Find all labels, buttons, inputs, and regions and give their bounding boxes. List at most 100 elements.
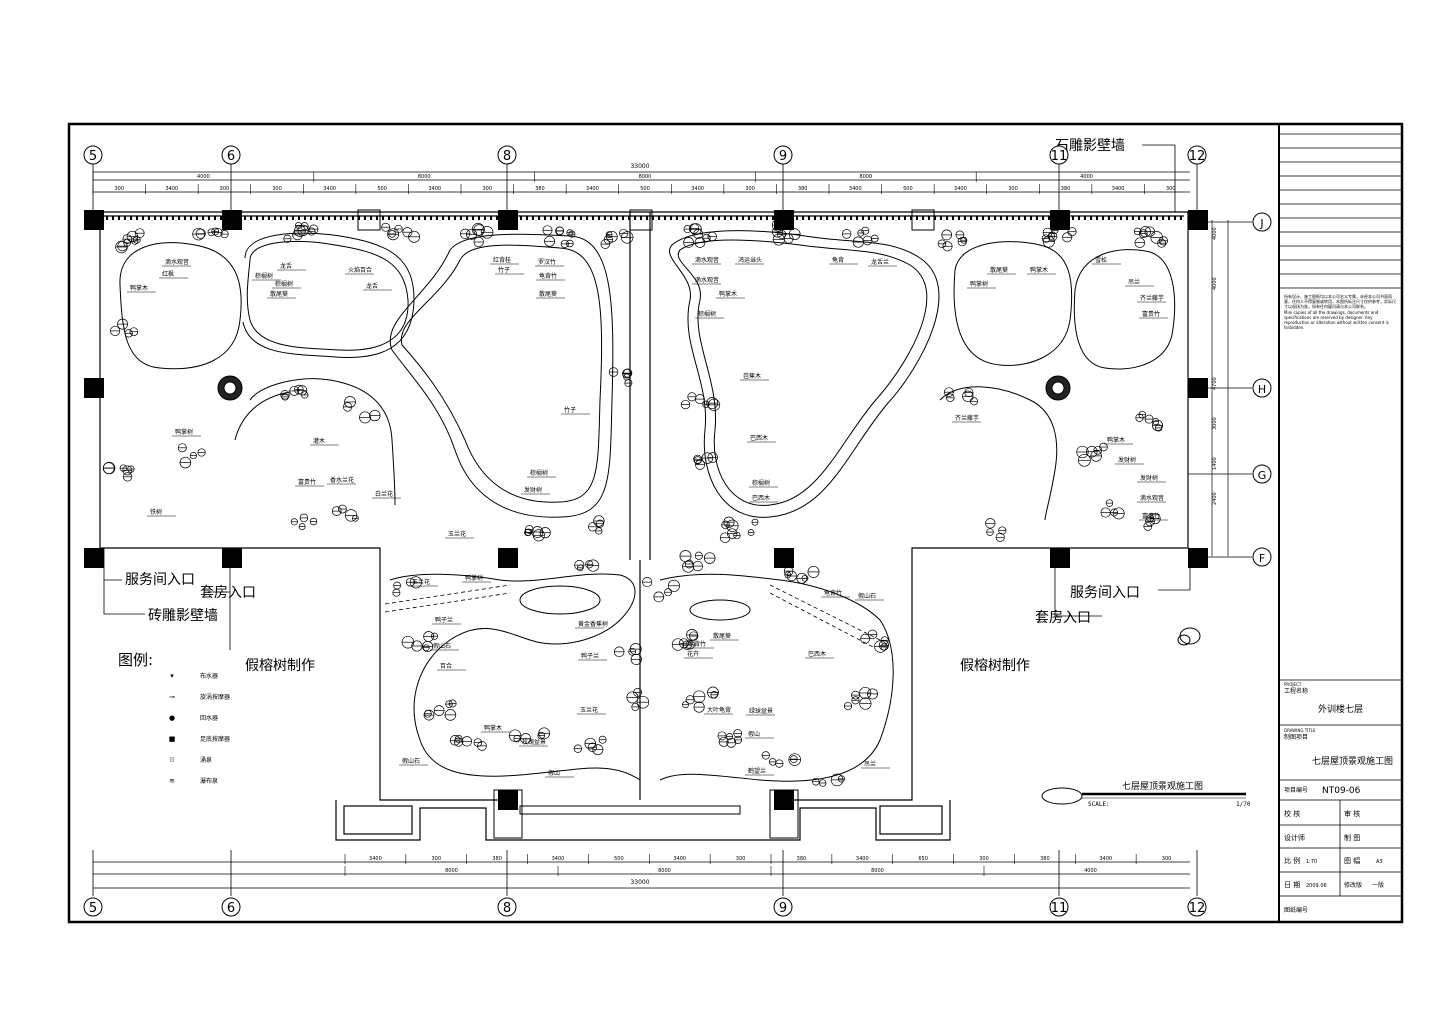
grid-bubble	[83, 145, 103, 165]
version-label: 修改版	[1344, 881, 1362, 889]
structural-column	[84, 548, 104, 568]
plant-label: 大叶龟背	[707, 706, 731, 714]
grid-label: 5	[89, 901, 97, 916]
shrub	[542, 225, 576, 248]
legend-symbol: ⁞⁞	[170, 756, 174, 764]
shrub	[381, 222, 421, 243]
shrub-leaf	[587, 559, 600, 572]
structural-column	[1188, 210, 1208, 230]
shrub	[944, 387, 979, 406]
scale-label: SCALE:	[1088, 801, 1110, 808]
legend-symbol: ▾	[170, 672, 174, 680]
dimension-text: 3400	[856, 856, 869, 862]
shrub	[110, 318, 139, 338]
dimension-text: 3400	[954, 186, 967, 192]
shrub	[937, 229, 968, 252]
dimension-text: 300	[115, 186, 125, 192]
dimension-text: 4700	[1212, 377, 1218, 390]
grid-label: 9	[779, 901, 787, 916]
shrub	[102, 461, 135, 482]
plant-label: 巴西木	[750, 434, 768, 442]
plant-label: 散尾葵	[539, 290, 557, 298]
grid-label: 11	[1051, 149, 1068, 164]
shrub	[290, 513, 318, 531]
dimension-text: 300	[1166, 186, 1176, 192]
plant-label: 鸭子兰	[581, 652, 599, 660]
grid-label: 5	[89, 149, 97, 164]
structural-column	[1050, 548, 1070, 568]
plant-label: 吊兰	[864, 760, 876, 768]
shrub	[449, 735, 487, 751]
plant-label: 棕榈树	[698, 310, 716, 318]
dimension-text: 300	[736, 856, 746, 862]
plant-label: 棕榈树	[275, 280, 293, 288]
dimension-text: 3400	[165, 186, 178, 192]
shrub	[680, 392, 721, 411]
plant-label: 灌木	[313, 437, 325, 445]
dimension-text: 3400	[1099, 856, 1112, 862]
scale-value: 1/70	[1236, 801, 1251, 808]
sheet-label: 图 幅	[1344, 856, 1360, 865]
grid-bubble	[83, 897, 103, 917]
structural-column	[1188, 548, 1208, 568]
shrub	[1076, 442, 1108, 467]
shrub	[283, 221, 319, 243]
fake-banyan-right-callout: 假榕树制作	[960, 658, 1030, 674]
structural-column	[498, 548, 518, 568]
legend-item-label: 足底按摩器	[200, 735, 230, 743]
tree-trunk	[223, 381, 237, 395]
shrub	[1135, 410, 1164, 432]
dimension-text: 500	[614, 856, 624, 862]
dimension-text: 1400	[1212, 457, 1218, 470]
dimension-text: 300	[272, 186, 282, 192]
shrub-leaf	[600, 239, 611, 249]
shrub	[860, 629, 890, 653]
grid-label: 8	[503, 901, 511, 916]
dimension-text: 380	[798, 186, 808, 192]
top-dimension-chain	[93, 171, 1190, 193]
shrub-clusters	[102, 218, 1168, 787]
shrub	[843, 686, 878, 711]
dimension-text: 650	[918, 856, 928, 862]
drawing-name: 七层屋顶景观施工图	[1312, 755, 1393, 767]
title-block-notes: 所有设计、施工图纸均以本公司名义专属，未经本公司书面同意，任何人不得复制或转用，…	[1284, 294, 1396, 330]
plant-label: 黄金香蕉树	[578, 620, 608, 628]
dimension-text: 4000	[1212, 277, 1218, 290]
shrub	[683, 223, 717, 248]
dimension-text: 500	[903, 186, 913, 192]
shrub	[600, 228, 634, 249]
dimension-text: 3400	[673, 856, 686, 862]
structural-column	[84, 378, 104, 398]
shrub-leaf	[289, 385, 300, 396]
plant-label: 鹤望兰	[748, 767, 766, 775]
plant-label: 玉兰花	[580, 706, 598, 714]
grid-bubble	[1252, 464, 1272, 484]
plant-label: 假山石	[402, 757, 420, 765]
plant-label: 鸭掌木	[484, 724, 502, 732]
plant-label: 鸭掌树	[175, 428, 193, 436]
drawing-label: 制图项目	[1284, 733, 1308, 741]
grid-label: 6	[227, 901, 235, 916]
dimension-text: 3400	[691, 186, 704, 192]
plant-labels: 滴水观音红枫鸭掌木龙舌棕榈树火焰百合龙舌散尾葵鸭掌树红背桂竹子罗汉竹龟背竹散尾葵…	[127, 256, 1168, 778]
plant-label: 鸭掌树	[465, 574, 483, 582]
shrub	[508, 727, 551, 744]
legend-symbol: ⊸	[169, 693, 175, 701]
shrub	[761, 751, 801, 768]
check-label: 校 核	[1284, 809, 1300, 818]
terrace-outline	[99, 211, 1189, 841]
structural-column	[1188, 378, 1208, 398]
title-block	[1279, 133, 1402, 897]
grid-bubble	[497, 897, 517, 917]
brick-wall-callout: 砖雕影壁墙	[148, 608, 218, 624]
plant-label: 吊兰	[1128, 278, 1140, 286]
grid-columns	[92, 164, 1198, 896]
legend-item-label: 瀑布泉	[200, 777, 218, 785]
dimension-text: 300	[1008, 186, 1018, 192]
plant-label: 鸿运当头	[738, 256, 762, 264]
shrub-leaf	[946, 393, 955, 403]
plant-label: 鸭掌木	[130, 284, 148, 292]
plant-label: 棕榈树	[530, 469, 548, 477]
grid-label: 12	[1189, 149, 1206, 164]
